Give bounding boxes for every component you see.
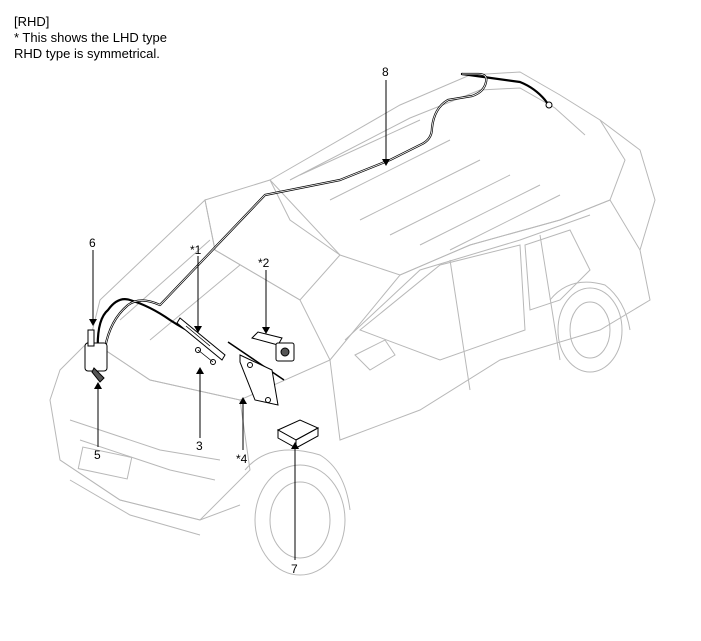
callout-4: *4 — [236, 452, 248, 466]
callout-2: *2 — [258, 256, 270, 270]
diagram-note: [RHD] * This shows the LHD type RHD type… — [14, 14, 167, 62]
wiper-linkage — [239, 354, 279, 406]
wiper-motor — [227, 331, 295, 381]
vehicle-body-outline — [49, 71, 656, 576]
roof-harness-inner — [104, 73, 487, 349]
callout-1: *1 — [190, 243, 202, 257]
callout-8: 8 — [382, 65, 389, 79]
note-symmetry: RHD type is symmetrical. — [14, 46, 160, 61]
callout-5: 5 — [94, 448, 101, 462]
note-lhd-type: * This shows the LHD type — [14, 30, 167, 45]
note-rhd: [RHD] — [14, 14, 50, 29]
callout-6: 6 — [89, 236, 96, 250]
wiper-arm-component — [176, 317, 226, 365]
leader-lines — [89, 80, 390, 560]
rear-washer-nozzle — [545, 101, 553, 109]
washer-reservoir — [84, 329, 108, 383]
callout-3: 3 — [196, 439, 203, 453]
control-module — [276, 419, 320, 449]
callout-7: 7 — [291, 562, 298, 576]
